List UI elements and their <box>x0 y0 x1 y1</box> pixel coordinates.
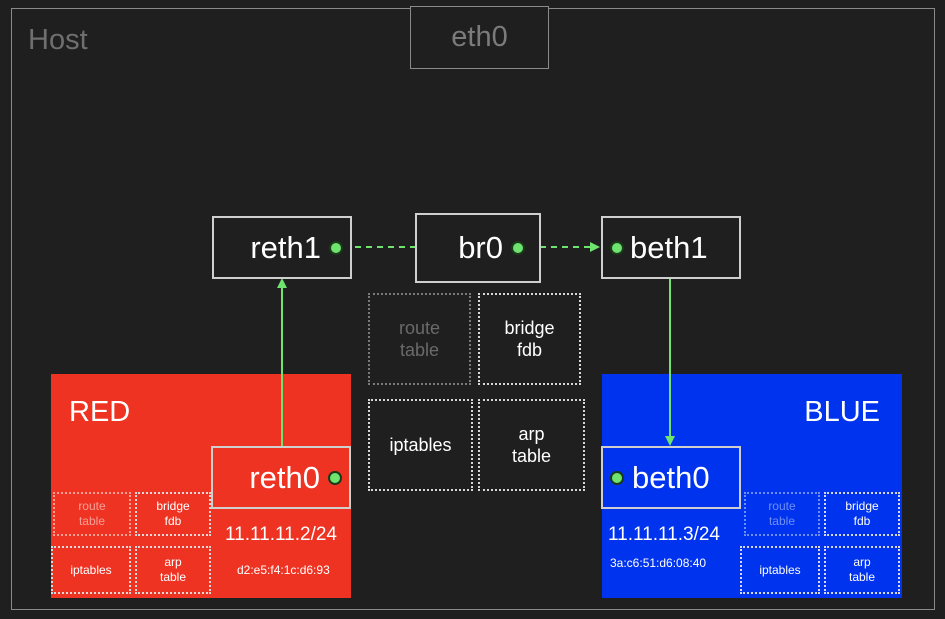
host-iptables: iptables <box>368 399 473 491</box>
red-namespace-title: RED <box>69 396 131 428</box>
reth1-status-dot-icon <box>329 240 343 255</box>
br0-status-dot-icon <box>511 241 525 255</box>
beth1-label: beth1 <box>630 229 708 265</box>
reth0-interface[interactable]: reth0 <box>211 446 351 509</box>
blue-namespace[interactable]: BLUE 11.11.11.3/24 3a:c6:51:d6:08:40 rou… <box>602 374 902 598</box>
red-namespace[interactable]: RED route table bridge fdb iptables arp … <box>51 374 351 598</box>
reth0-status-dot-icon <box>328 470 342 485</box>
br0-bridge[interactable]: br0 <box>415 213 541 283</box>
beth0-label: beth0 <box>632 459 710 495</box>
blue-route-table: route table <box>744 492 820 536</box>
blue-arp-table: arp table <box>824 546 900 594</box>
red-ip-address: 11.11.11.2/24 <box>225 524 337 545</box>
host-arp-table: arp table <box>478 399 585 491</box>
reth1-label: reth1 <box>250 229 321 265</box>
host-bridge-fdb: bridge fdb <box>478 293 581 385</box>
red-route-table: route table <box>53 492 131 536</box>
beth0-interface[interactable]: beth0 <box>601 446 741 509</box>
host-route-table: route table <box>368 293 471 385</box>
red-mac-address: d2:e5:f4:1c:d6:93 <box>237 563 330 577</box>
blue-ip-address: 11.11.11.3/24 <box>608 524 720 545</box>
red-iptables: iptables <box>51 546 131 594</box>
host-eth0-interface[interactable]: eth0 <box>410 6 549 69</box>
blue-bridge-fdb: bridge fdb <box>824 492 900 536</box>
beth0-status-dot-icon <box>610 470 624 485</box>
host-label: Host <box>28 24 88 56</box>
red-bridge-fdb: bridge fdb <box>135 492 211 536</box>
blue-iptables: iptables <box>740 546 820 594</box>
reth0-label: reth0 <box>249 459 320 495</box>
blue-namespace-title: BLUE <box>804 396 880 428</box>
red-arp-table: arp table <box>135 546 211 594</box>
blue-mac-address: 3a:c6:51:d6:08:40 <box>610 556 707 570</box>
reth1-interface[interactable]: reth1 <box>212 216 352 279</box>
br0-label: br0 <box>458 230 503 265</box>
beth1-interface[interactable]: beth1 <box>601 216 741 279</box>
beth1-status-dot-icon <box>610 240 624 255</box>
